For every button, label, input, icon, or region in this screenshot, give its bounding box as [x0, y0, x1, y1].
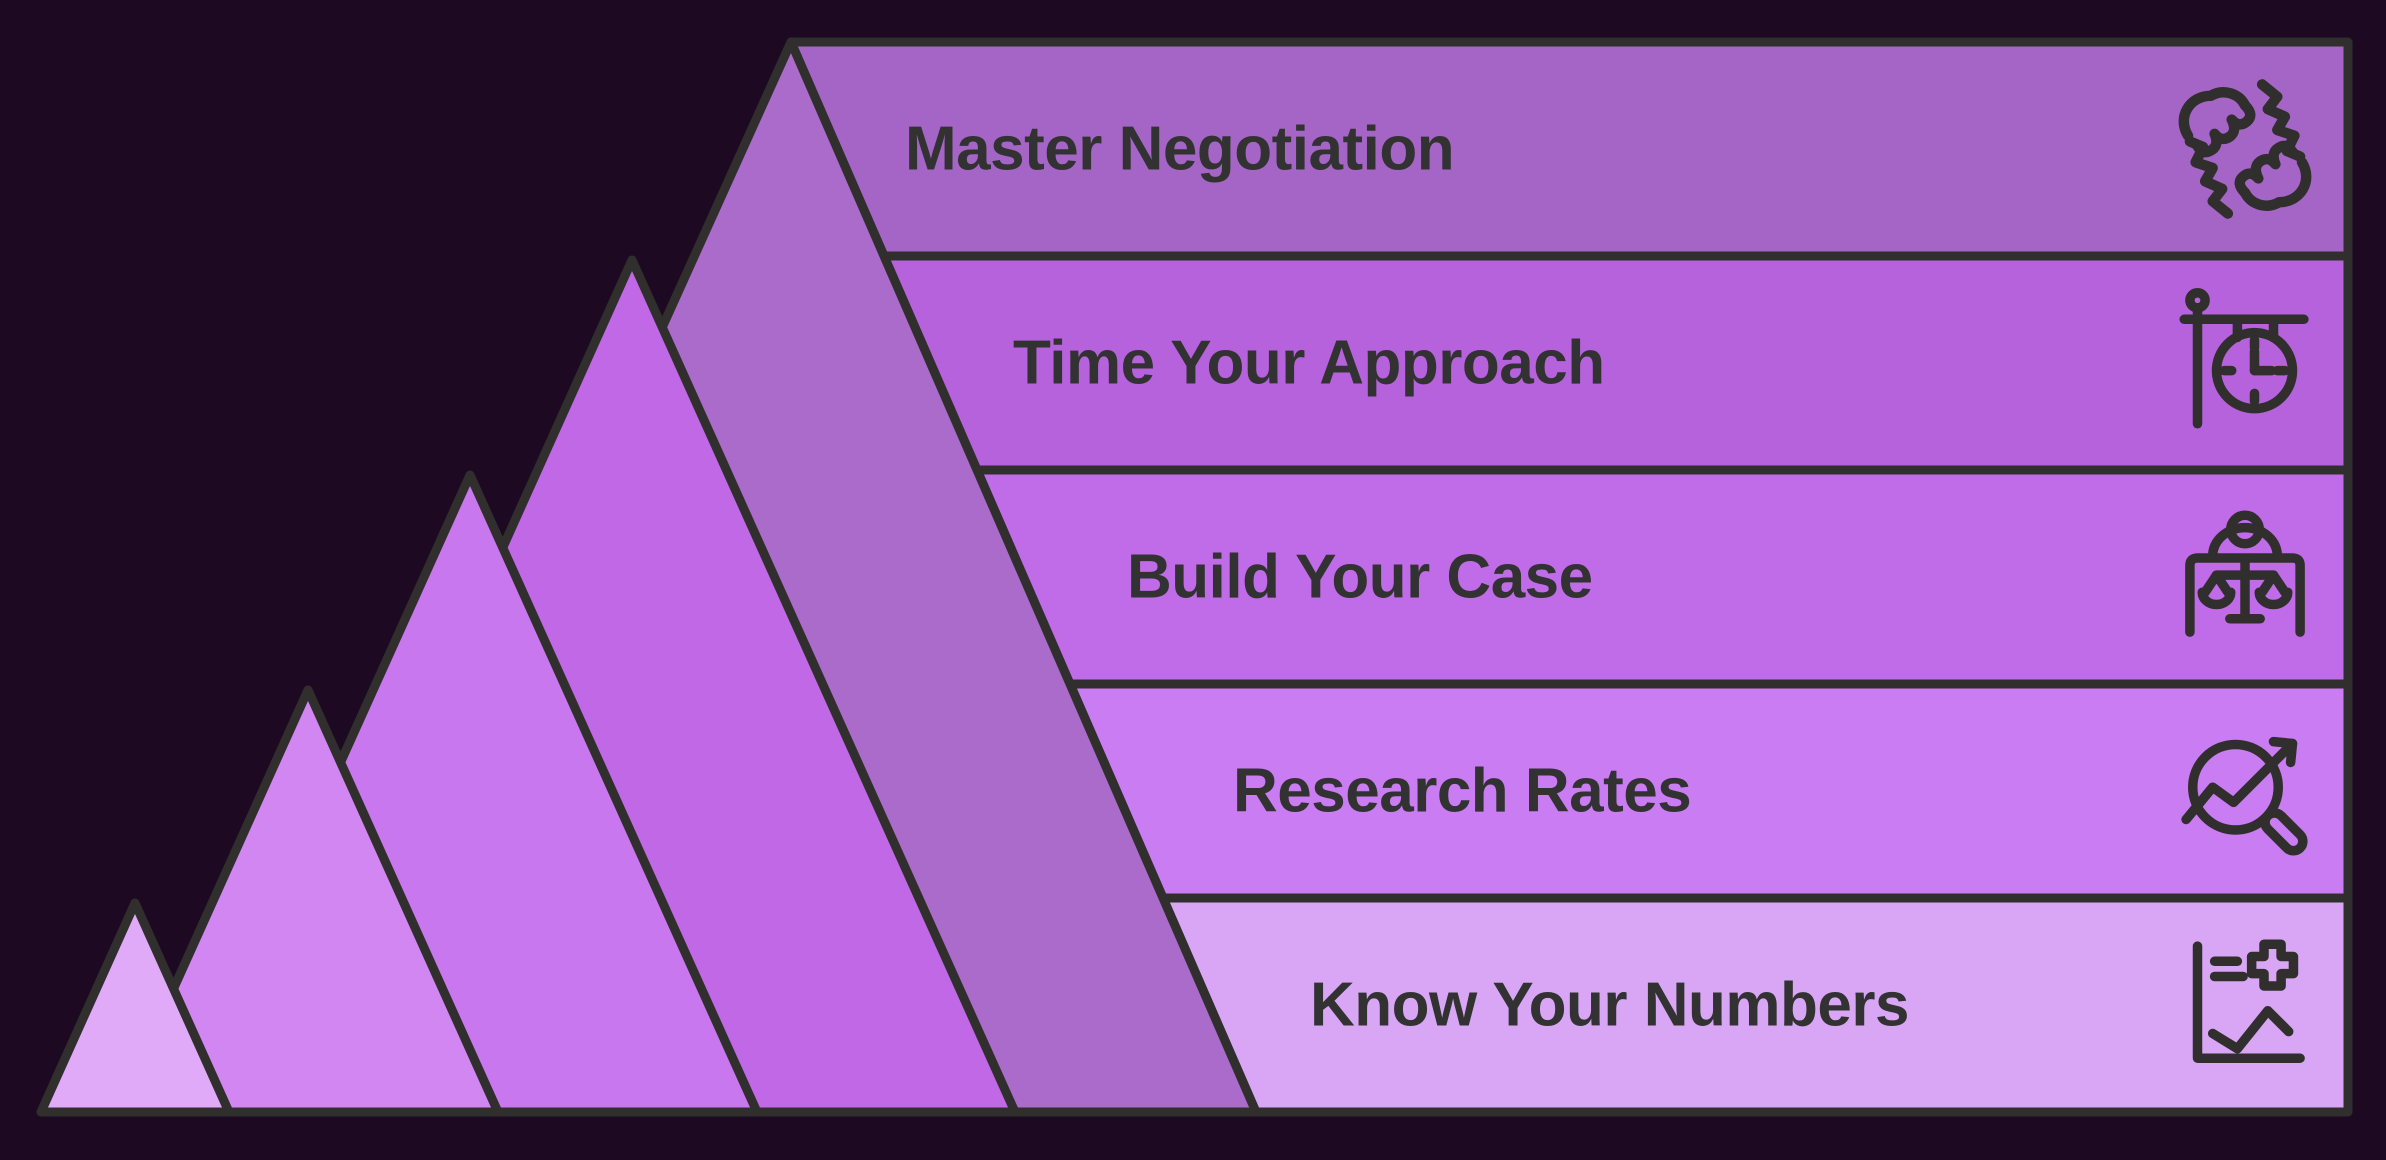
level-peak-5: [36, 898, 234, 1117]
level-label-2: Time Your Approach: [1013, 329, 1605, 398]
level-label-4: Research Rates: [1233, 757, 1691, 826]
level-peak-4: [113, 685, 503, 1117]
level-label-3: Build Your Case: [1127, 543, 1593, 612]
magnifier-growth-icon: [2181, 736, 2308, 856]
hanging-clock-icon: [2179, 287, 2309, 429]
level-label-5: Know Your Numbers: [1310, 971, 1909, 1040]
level-label-1: Master Negotiation: [905, 115, 1454, 184]
handshake-gears-icon: [2178, 79, 2312, 219]
chart-plus-icon: [2192, 939, 2305, 1063]
person-scales-icon: [2185, 510, 2305, 637]
